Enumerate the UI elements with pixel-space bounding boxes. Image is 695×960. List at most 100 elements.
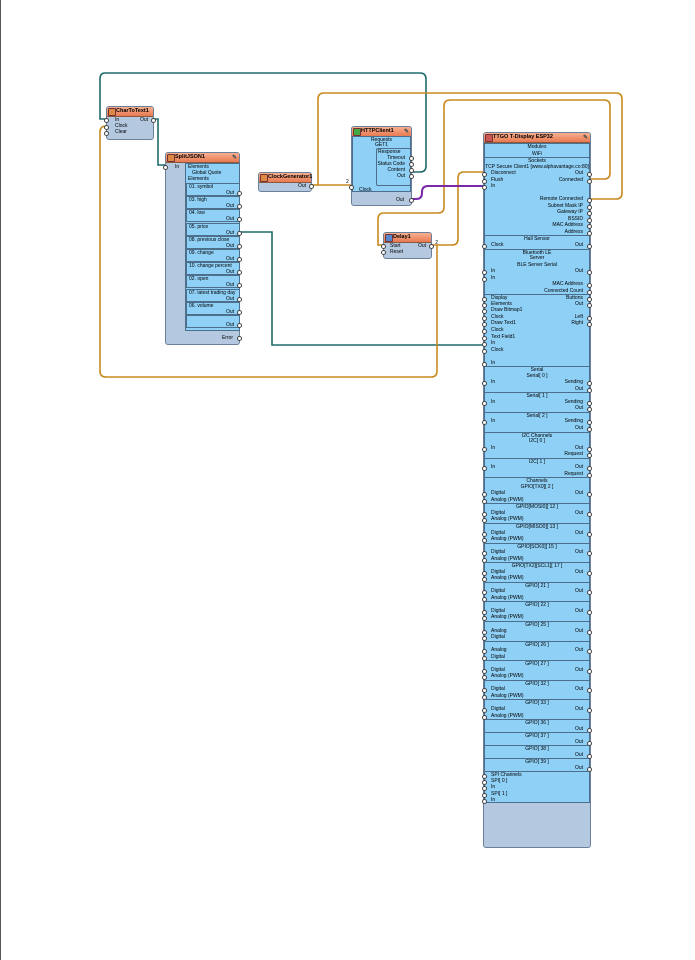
esp32-header[interactable]: TTGO T-Display ESP32✎ [484,133,590,143]
json-element-out-pin[interactable] [237,283,242,289]
right-pin[interactable] [587,570,592,576]
settings-icon[interactable]: ✎ [231,155,237,161]
left-pin[interactable] [482,172,487,178]
right-pin[interactable] [587,446,592,452]
left-pin[interactable] [482,322,487,328]
right-pin[interactable] [587,322,592,328]
right-pin[interactable] [587,289,592,295]
right-pin[interactable] [587,531,592,537]
left-pin[interactable] [482,655,487,661]
right-pin[interactable] [587,420,592,426]
left-pin[interactable] [482,498,487,504]
json-element-out-pin[interactable] [237,243,242,249]
left-pin[interactable] [482,629,487,635]
left-pin[interactable] [482,466,487,472]
left-pin[interactable] [482,348,487,354]
left-pin[interactable] [482,492,487,498]
right-pin[interactable] [587,270,592,276]
left-pin[interactable] [482,518,487,524]
right-pin[interactable] [587,688,592,694]
clock-pin[interactable] [349,185,354,190]
right-pin[interactable] [587,297,592,303]
json-element-out-pin[interactable] [237,257,242,262]
clear-pin[interactable] [104,131,109,136]
right-pin[interactable] [587,466,592,472]
left-pin[interactable] [482,420,487,426]
right-pin[interactable] [587,283,592,289]
right-pin[interactable] [587,453,592,459]
json-element-out-pin[interactable] [237,217,242,223]
clock-pin[interactable] [104,125,109,130]
wire-remoteconnected-to-http-clock[interactable] [317,92,623,200]
left-pin[interactable] [482,178,487,184]
left-pin[interactable] [482,302,487,308]
left-pin[interactable] [482,270,487,276]
left-pin[interactable] [482,649,487,655]
left-pin[interactable] [482,315,487,321]
wire-delay-out-to-disconnect[interactable] [437,171,484,246]
right-pin[interactable] [587,511,592,517]
right-pin[interactable] [587,740,592,746]
right-pin[interactable] [587,244,592,250]
left-pin[interactable] [482,309,487,315]
left-pin[interactable] [482,668,487,674]
status-code-pin[interactable] [409,162,414,167]
error-pin[interactable] [237,336,242,341]
left-pin[interactable] [482,244,487,250]
left-pin[interactable] [482,570,487,576]
right-pin[interactable] [587,707,592,713]
left-pin[interactable] [482,714,487,720]
settings-icon[interactable]: ✎ [582,135,588,141]
right-pin[interactable] [587,590,592,596]
settings-icon[interactable]: ✎ [403,129,409,135]
left-pin[interactable] [482,531,487,537]
json-element-out-pin[interactable] [237,296,242,302]
clockgenerator-header[interactable]: ClockGenerator1 [259,173,312,183]
left-pin[interactable] [482,400,487,406]
wire-delay-out-to-chartotext-clock[interactable] [99,125,438,378]
left-pin[interactable] [482,596,487,602]
right-pin[interactable] [587,211,592,217]
right-pin[interactable] [587,387,592,393]
wire-price-to-textfield[interactable] [239,231,484,346]
right-pin[interactable] [587,766,592,772]
right-pin[interactable] [587,668,592,674]
right-pin[interactable] [587,172,592,178]
json-element-out-pin[interactable] [237,204,242,210]
left-pin[interactable] [482,577,487,583]
json-element-out-pin[interactable] [237,309,242,315]
json-element-item[interactable]: Out [186,315,242,328]
left-pin[interactable] [482,335,487,341]
wire-http-out-to-socket-in[interactable] [411,185,484,200]
out-pin[interactable] [309,184,314,189]
left-pin[interactable] [482,551,487,557]
left-pin[interactable] [482,511,487,517]
in-pin[interactable] [104,118,109,123]
splitjson-header[interactable]: SplitJSON1✎ [166,153,239,163]
timeout-pin[interactable] [409,156,414,161]
right-pin[interactable] [587,230,592,236]
right-pin[interactable] [587,224,592,230]
right-pin[interactable] [587,472,592,478]
json-element-out-pin[interactable] [237,230,242,236]
left-pin[interactable] [482,799,487,805]
out-pin[interactable] [429,244,434,249]
right-pin[interactable] [587,302,592,308]
right-pin[interactable] [587,426,592,432]
response-out-pin[interactable] [409,174,414,179]
left-pin[interactable] [482,707,487,713]
left-pin[interactable] [482,590,487,596]
chartotext-header[interactable]: CharToText1 [107,107,153,117]
left-pin[interactable] [482,538,487,544]
left-pin[interactable] [482,688,487,694]
left-pin[interactable] [482,636,487,642]
delay-component[interactable]: Delay1 Start Reset Out 2 [381,232,438,259]
